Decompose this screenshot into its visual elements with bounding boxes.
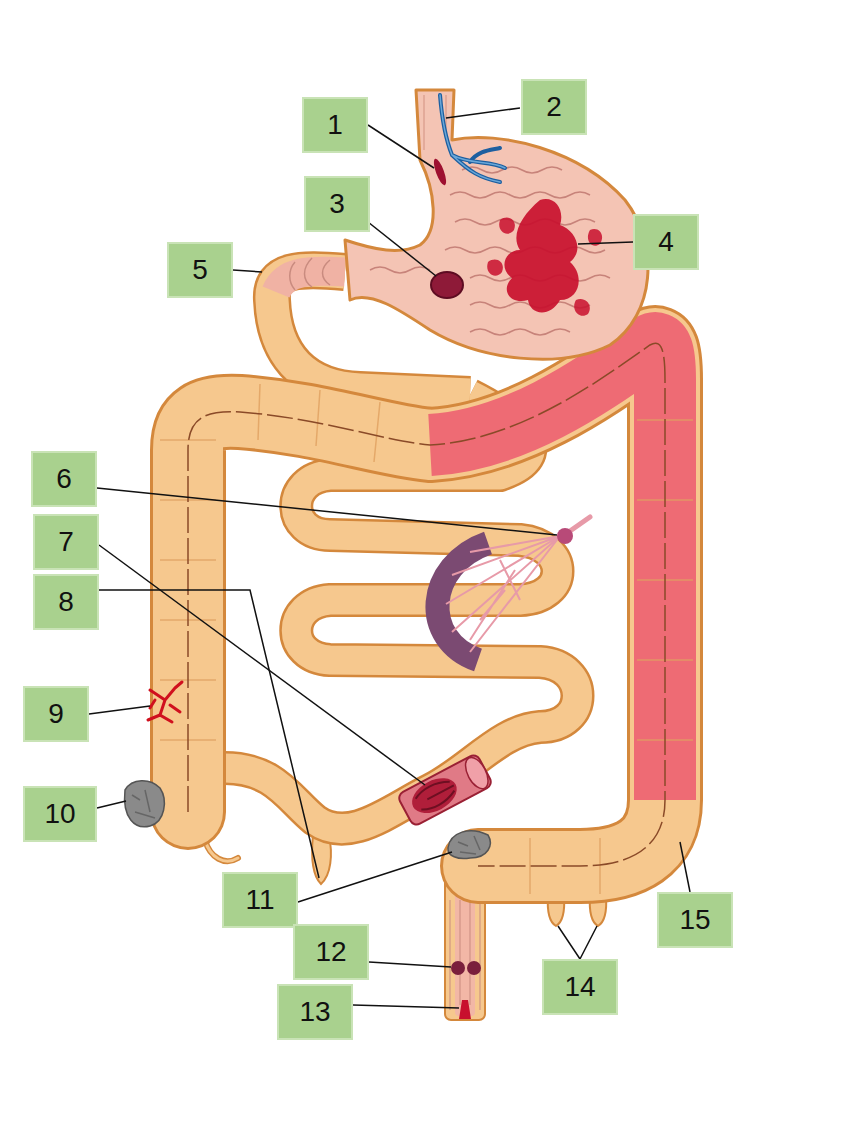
gastritis [504,199,578,312]
duodenal-bulb [276,271,345,292]
callout-number: 8 [58,586,74,618]
callout-number: 3 [329,188,345,220]
callout-box: 10 [23,786,97,842]
duodenal-folds [290,258,330,290]
appendix-outline [205,840,238,861]
gastritis [487,218,602,316]
callout-number: 9 [48,698,64,730]
callout-box: 2 [521,79,587,135]
mesenteric-vessels [446,536,560,652]
leader-line [368,125,434,168]
appendix [205,840,238,861]
embolus [557,528,573,544]
mesenteric-artery [570,517,590,531]
tumor [448,831,490,859]
callout-number: 14 [564,971,595,1003]
callout-number: 6 [56,463,72,495]
intussusception-end [461,754,493,792]
leader-line [353,1005,459,1008]
tumor-texture [132,790,155,818]
haustra [160,384,693,894]
callout-box: 8 [33,574,99,630]
callout-number: 10 [44,798,75,830]
intussusception-segment [397,753,493,827]
gastric-folds [370,167,610,335]
callout-number: 4 [658,226,674,258]
callout-box: 11 [222,872,298,928]
callout-box: 13 [277,984,353,1040]
leader-line [99,545,425,785]
ischemic-segment [437,543,488,660]
callout-box: 3 [304,176,370,232]
stomach [345,90,648,359]
callout-number: 15 [679,904,710,936]
leader-line [680,842,690,892]
callout-box: 5 [167,242,233,298]
leader-line [578,242,633,244]
colon [188,343,665,866]
esophageal-varices [440,95,505,182]
inflamed-colon [430,343,665,800]
taenia-coli [188,343,665,866]
leader-line [97,488,557,535]
callout-number: 11 [245,884,274,916]
anal-fissure [459,1000,471,1019]
callout-box: 1 [302,97,368,153]
callout-box: 7 [33,514,99,570]
callout-number: 2 [546,91,562,123]
callout-box: 9 [23,686,89,742]
leader-lines [89,108,690,1008]
tumor-texture [458,836,480,854]
callout-number: 1 [327,109,343,141]
hemorrhoid [467,961,481,975]
leader-line [233,270,262,272]
tumor [125,781,165,827]
leader-line [446,108,520,118]
callout-number: 7 [58,526,74,558]
callout-box: 15 [657,892,733,948]
mallory-weiss-tear [431,157,448,186]
hemorrhoid [451,961,465,975]
callout-box: 4 [633,214,699,270]
leader-line [89,706,150,714]
leader-line [369,962,451,967]
colon-outline [188,343,665,866]
varices-highlight [440,95,505,182]
callout-number: 12 [315,936,346,968]
rectal-folds [450,900,480,1010]
leader-line [298,852,452,902]
intussusception [397,753,493,827]
angiodysplasia [148,682,182,722]
leader-line [558,926,597,959]
callout-number: 5 [192,254,208,286]
leader-line [368,222,436,276]
callout-box: 14 [542,959,618,1015]
leader-line [97,801,126,808]
intussusception-core [406,771,462,820]
leader-line [99,590,319,878]
callout-box: 6 [31,451,97,507]
callout-box: 12 [293,924,369,980]
callout-number: 13 [299,996,330,1028]
